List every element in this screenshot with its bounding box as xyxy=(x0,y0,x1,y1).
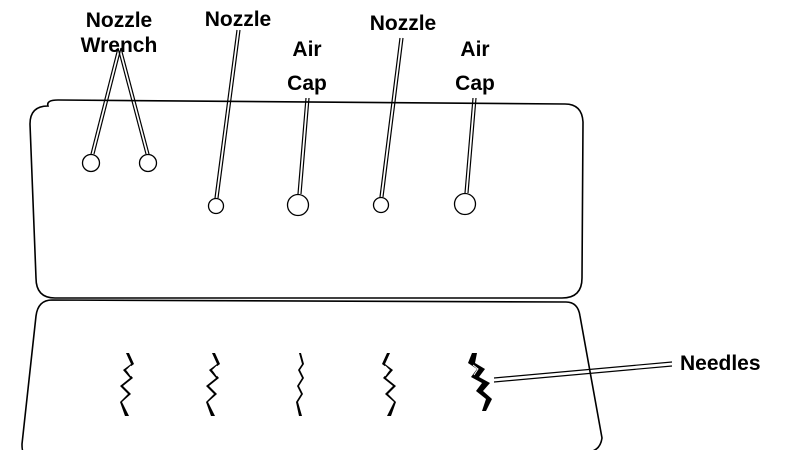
label-air-cap-2: Air Cap xyxy=(455,38,495,95)
leader-nozzle-wrench xyxy=(90,47,150,155)
needle-5 xyxy=(468,353,492,411)
label-air-cap-2-line2: Cap xyxy=(455,72,495,95)
label-nozzle-2: Nozzle xyxy=(370,12,437,35)
label-air-cap-2-line1: Air xyxy=(460,38,489,61)
label-nozzle-1: Nozzle xyxy=(205,8,272,31)
leader-air-cap-2 xyxy=(464,97,477,194)
leader-nozzle-1 xyxy=(214,29,241,199)
label-nozzle-wrench-line1: Nozzle xyxy=(86,9,153,32)
needle-2 xyxy=(206,353,220,416)
leader-air-cap-1 xyxy=(297,97,310,195)
label-air-cap-1-line2: Cap xyxy=(287,72,327,95)
air-cap-hole-1 xyxy=(286,193,310,217)
label-air-cap-1-line1: Air xyxy=(292,38,321,61)
label-nozzle-wrench: Nozzle Wrench xyxy=(81,9,158,57)
nozzle-wrench-hole-left xyxy=(81,153,101,173)
nozzle-hole-1 xyxy=(207,197,225,215)
label-nozzle-wrench-line2: Wrench xyxy=(81,34,158,57)
nozzle-wrench-hole-right xyxy=(138,153,158,173)
label-air-cap-1: Air Cap xyxy=(287,38,327,95)
needle-3 xyxy=(296,353,304,416)
label-needles: Needles xyxy=(680,352,761,375)
needle-1 xyxy=(120,353,134,416)
leader-needles xyxy=(493,361,673,383)
nozzle-hole-2 xyxy=(372,196,390,214)
lower-tray xyxy=(21,299,603,450)
needle-4 xyxy=(382,353,396,416)
leader-nozzle-2 xyxy=(379,37,404,198)
air-cap-hole-2 xyxy=(453,192,477,216)
